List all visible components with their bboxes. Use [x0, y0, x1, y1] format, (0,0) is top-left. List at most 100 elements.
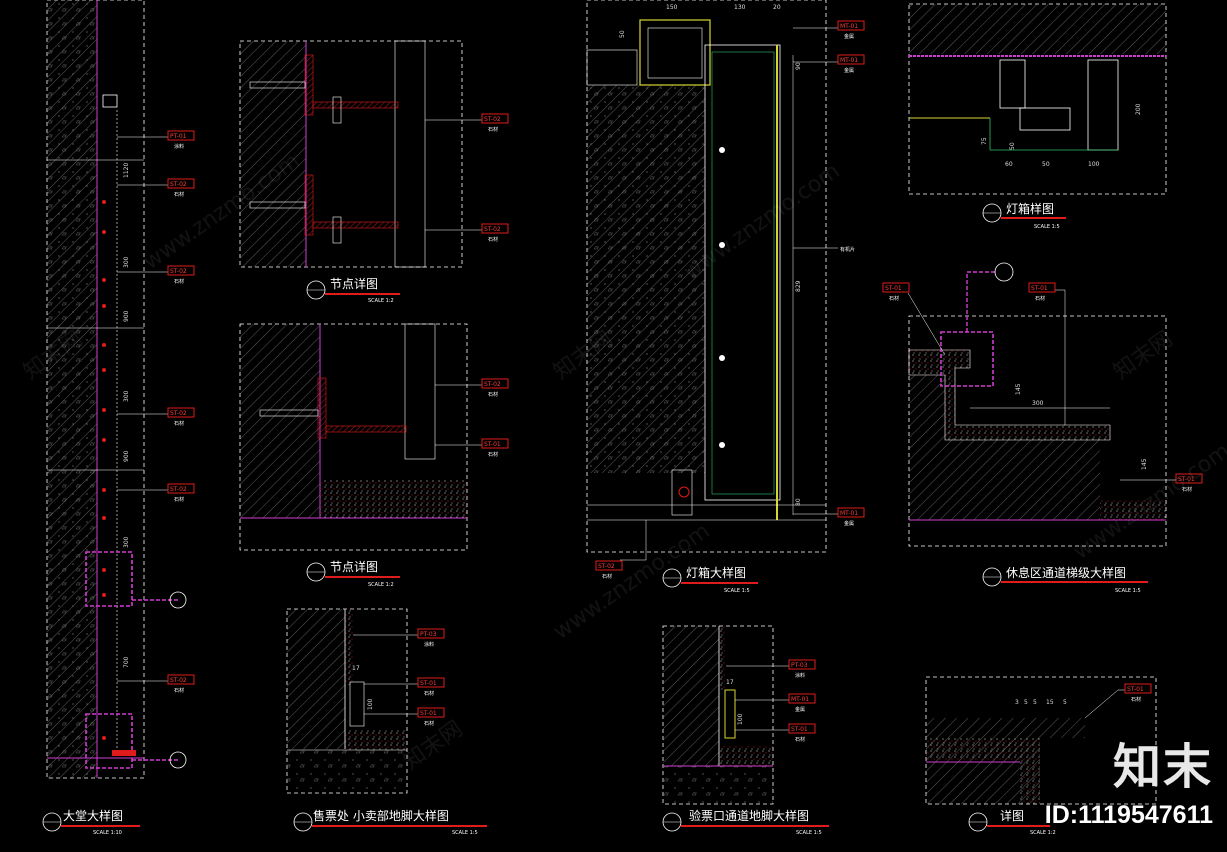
dim-90: 90: [795, 62, 802, 70]
dim-5: 5: [1024, 699, 1028, 706]
tag-label: ST-01: [885, 285, 902, 292]
detail-d: 3 5 5 15 5 ST-01 石材 详图 SCALE 1:2: [925, 676, 1157, 836]
tag-st02-lobby-2: ST-02 石材: [117, 265, 195, 285]
tag-label: ST-02: [170, 181, 187, 188]
tag-material: 石材: [424, 720, 434, 727]
dim-300: 300: [123, 390, 130, 402]
dim-50: 50: [619, 30, 626, 38]
view-title: 售票处 小卖部地脚大样图: [313, 808, 449, 823]
dim-700: 700: [123, 656, 130, 668]
view-title: 大堂大样图: [63, 808, 123, 823]
view-scale: SCALE 1:10: [93, 830, 122, 836]
tag-label: MT-01: [840, 510, 858, 517]
node-detail-a: ST-02 石材 ST-02 石材 节点详图 SCALE 1:2: [239, 40, 509, 304]
tag-material: 有机片: [840, 246, 855, 253]
tag-label: ST-01: [1031, 285, 1048, 292]
lightbox-detail: 150 130 20 50 90 829 80 MT-01 金属 MT-01 金…: [586, 0, 865, 594]
view-scale: SCALE 1:2: [368, 298, 394, 304]
dim-900: 900: [123, 310, 130, 322]
dim-200: 200: [1135, 103, 1142, 115]
tag-label: ST-01: [420, 710, 437, 717]
view-title: 节点详图: [330, 559, 378, 574]
tag-material: 石材: [889, 295, 899, 302]
watermark-text: www.znzmo.com: [549, 519, 714, 645]
ticket-office-base-detail: 17 100 PT-03 涂料 ST-01 石材 ST-01 石材 售票处 小卖…: [286, 608, 487, 836]
dim-100: 100: [1088, 161, 1100, 168]
lightbox-small-detail: 60 50 100 75 50 200 灯箱样图 SCALE 1:5: [908, 3, 1167, 230]
tag-pt01-lobby: PT-01 涂料: [117, 130, 195, 150]
tag-material: 涂料: [174, 143, 184, 150]
tag-st02-lobby-3: ST-02 石材: [117, 407, 195, 427]
dim-80: 80: [795, 498, 802, 506]
tag-label: ST-01: [420, 680, 437, 687]
tag-label: MT-01: [840, 57, 858, 64]
dim-829: 829: [795, 280, 802, 292]
lobby-title-block: 大堂大样图 SCALE 1:10: [42, 808, 140, 836]
tag-label: ST-02: [170, 410, 187, 417]
tag-material: 石材: [174, 420, 184, 427]
tag-label: ST-02: [170, 268, 187, 275]
tag-label: ST-02: [484, 381, 501, 388]
dim-145: 145: [1015, 383, 1022, 395]
dim-50: 50: [1042, 161, 1050, 168]
dim-145: 145: [1141, 458, 1148, 470]
tag-material: 石材: [1131, 696, 1141, 703]
tag-label: ST-02: [484, 226, 501, 233]
dim-20: 20: [773, 4, 781, 11]
tag-label: ST-02: [484, 116, 501, 123]
dim-75: 75: [981, 137, 988, 145]
tag-material: 石材: [1182, 486, 1192, 493]
lobby-dimensions: 1120 300 900 300 900 300 700: [123, 163, 130, 668]
view-scale: SCALE 1:2: [368, 582, 394, 588]
dim-60: 60: [1005, 161, 1013, 168]
tag-label: PT-01: [170, 133, 187, 140]
dim-100: 100: [737, 713, 744, 725]
dim-1120: 1120: [123, 163, 130, 178]
tag-material: 石材: [488, 126, 498, 133]
view-scale: SCALE 1:5: [724, 588, 750, 594]
view-scale: SCALE 1:5: [1034, 224, 1060, 230]
tag-material: 石材: [488, 451, 498, 458]
view-title: 灯箱大样图: [686, 565, 746, 580]
tag-label: ST-02: [170, 486, 187, 493]
view-title: 验票口通道地脚大样图: [689, 808, 809, 823]
tag-material: 石材: [174, 191, 184, 198]
tag-material: 涂料: [795, 672, 805, 679]
tag-material: 石材: [424, 690, 434, 697]
tag-material: 石材: [488, 391, 498, 398]
dim-3: 3: [1015, 699, 1019, 706]
tag-label: MT-01: [840, 23, 858, 30]
view-title: 灯箱样图: [1006, 201, 1054, 216]
brand-logo: 知末: [1112, 739, 1213, 795]
view-title: 详图: [1000, 808, 1024, 823]
dim-15: 15: [1046, 699, 1054, 706]
dim-150: 150: [666, 4, 678, 11]
tag-material: 金属: [795, 706, 805, 713]
view-scale: SCALE 1:5: [1115, 588, 1141, 594]
dim-5: 5: [1033, 699, 1037, 706]
tag-label: MT-01: [791, 696, 809, 703]
rest-area-step-detail: 300 145 145 ST-01 石材 ST-01 石材 ST-01 石材 休…: [882, 262, 1203, 594]
tag-label: ST-02: [170, 677, 187, 684]
dim-300: 300: [1032, 400, 1044, 407]
tag-label: ST-01: [484, 441, 501, 448]
tag-material: 石材: [488, 236, 498, 243]
dim-900: 900: [123, 450, 130, 462]
dim-300: 300: [123, 256, 130, 268]
dim-17: 17: [352, 665, 360, 672]
tag-material: 石材: [174, 278, 184, 285]
view-scale: SCALE 1:5: [796, 830, 822, 836]
tag-label: PT-03: [791, 662, 808, 669]
tag-label: ST-01: [1178, 476, 1195, 483]
dim-100: 100: [367, 698, 374, 710]
tag-label: ST-01: [1127, 686, 1144, 693]
tag-material: 石材: [174, 496, 184, 503]
tag-material: 石材: [795, 736, 805, 743]
node-detail-b: ST-02 石材 ST-01 石材 节点详图 SCALE 1:2: [239, 323, 509, 588]
tag-material: 金属: [844, 67, 854, 74]
dim-17: 17: [726, 679, 734, 686]
